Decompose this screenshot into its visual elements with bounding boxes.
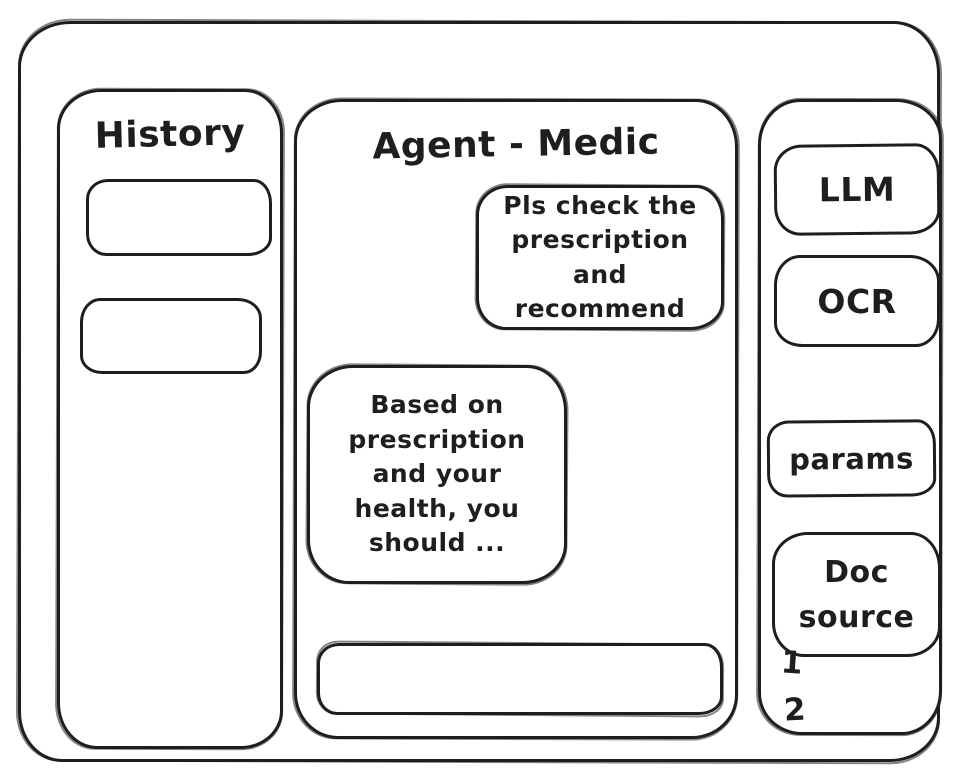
chat-panel: Agent - Medic Pls check the prescription… xyxy=(294,99,738,739)
ocr-button-label: OCR xyxy=(817,281,897,321)
doc-source-button-label: Doc source xyxy=(798,554,915,635)
chat-input-box xyxy=(317,643,723,715)
agent-message-text: Based on prescription and your health, y… xyxy=(348,390,526,558)
doc-source-button[interactable]: Doc source xyxy=(772,532,941,657)
history-title: History xyxy=(94,112,246,157)
history-panel: History xyxy=(57,89,283,749)
params-button-label: params xyxy=(789,440,914,477)
chat-title: Agent - Medic xyxy=(372,121,660,168)
chat-input[interactable] xyxy=(320,646,720,712)
user-message-text: Pls check the prescription and recommend xyxy=(503,190,697,324)
agent-message-bubble: Based on prescription and your health, y… xyxy=(307,365,567,584)
doc-source-item[interactable]: 2 xyxy=(783,691,808,729)
user-message-bubble: Pls check the prescription and recommend xyxy=(476,185,724,330)
app-window: History Agent - Medic Pls check the pres… xyxy=(18,21,942,762)
params-button[interactable]: params xyxy=(766,419,937,498)
llm-button[interactable]: LLM xyxy=(773,143,941,236)
tools-panel: LLM OCR params Doc source 1 2 xyxy=(758,99,942,735)
ocr-button[interactable]: OCR xyxy=(774,255,940,347)
doc-source-item[interactable]: 1 xyxy=(779,644,805,682)
history-item[interactable] xyxy=(80,298,262,374)
history-item[interactable] xyxy=(86,179,272,256)
llm-button-label: LLM xyxy=(818,169,896,210)
